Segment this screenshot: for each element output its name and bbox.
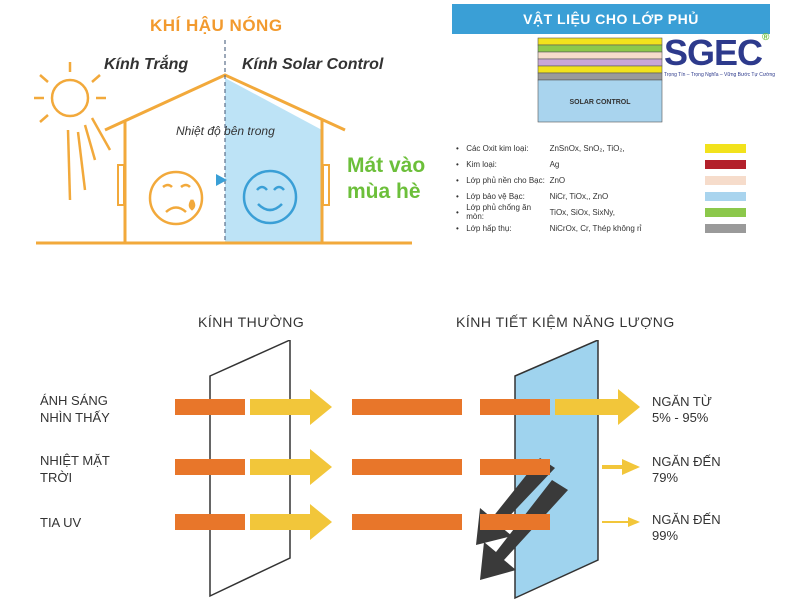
house-illustration [34,40,412,245]
result-visible-light: NGĂN TỪ 5% - 95% [652,394,712,426]
row3-orange-bar [175,514,245,530]
inside-temperature-label: Nhiệt độ bên trong [176,124,275,138]
row3-orange-bar-2 [352,514,462,530]
bullet-icon: • [456,207,459,217]
legend-name: Lớp bảo vệ Bạc: [466,191,525,201]
result-line2: 79% [652,470,679,485]
result-solar-heat: NGĂN ĐẾN 79% [652,454,721,486]
bullet-icon: • [456,191,459,201]
legend-swatch [705,159,746,169]
logo-text: SGEC [664,32,763,73]
row1-orange-bar-2 [352,399,462,415]
row-label-solar-heat: NHIỆT MẶT TRỜI [40,452,110,486]
row2-yellow-arrow [250,449,332,485]
bullet-icon: • [456,223,459,233]
materials-header: VẬT LIỆU CHO LỚP PHỦ [452,4,770,34]
legend-swatch [705,143,746,153]
legend-row: • Lớp hấp thụ: NiCrOx, Cr, Thép không rỉ [456,220,746,236]
legend-name: Lớp hấp thụ: [466,223,512,233]
sun-icon [34,62,112,201]
legend-row: • Lớp phủ nền cho Bạc: ZnO [456,172,746,188]
result-line2: 5% - 95% [652,410,709,425]
row2-orange-bar [175,459,245,475]
legend-row: • Lớp bảo vệ Bạc: NiCr, TiOx,, ZnO [456,188,746,204]
white-glass-label: Kính Trắng [104,56,189,73]
energy-glass-title: KÍNH TIẾT KIỆM NĂNG LƯỢNG [456,314,675,330]
row3-result-arrow [602,517,640,527]
legend-row: • Các Oxit kim loại: ZnSnOx, SnO₂, TiO₂, [456,140,746,156]
row-label-uv: TIA UV [40,514,81,531]
materials-legend: • Các Oxit kim loại: ZnSnOx, SnO₂, TiO₂,… [456,140,746,236]
regular-glass-title: KÍNH THƯỜNG [198,314,305,330]
legend-swatch [705,207,746,217]
cool-summer-text: Mát vào mùa hè [347,153,425,205]
sad-face-icon [148,170,204,226]
coating-stack-diagram [537,37,663,123]
row2-orange-bar-2 [352,459,462,475]
row-label-line2: TRỜI [40,470,73,485]
legend-name: Kim loại: [466,159,497,169]
row2-result-arrow [602,459,640,475]
row1-yellow-arrow [250,389,332,425]
legend-swatch [705,175,746,185]
row1-orange-bar [175,399,245,415]
row-label-visible-light: ÁNH SÁNG NHÌN THẤY [40,392,110,426]
cool-summer-line2: mùa hè [347,180,421,203]
solar-glass-label: Kính Solar Control [242,56,384,73]
row1-result-arrow [555,389,640,425]
glass-comparison-diagram [175,340,640,600]
legend-material: NiCrOx, Cr, Thép không rỉ [549,223,642,233]
result-line1: NGĂN ĐẾN [652,454,721,469]
row2-orange-bar-3 [480,459,550,475]
legend-material: NiCr, TiOx,, ZnO [549,191,609,201]
legend-row: • Lớp phủ chống ăn mòn: TiOx, SiOx, SixN… [456,203,746,221]
sgec-logo: SGEC® [664,32,769,74]
legend-swatch [705,191,746,201]
legend-name: Các Oxit kim loại: [466,143,529,153]
result-line1: NGĂN TỪ [652,394,712,409]
legend-swatch [705,223,746,233]
legend-material: ZnSnOx, SnO₂, TiO₂, [549,143,625,153]
right-window [322,164,330,206]
cool-side-fill [225,78,322,242]
legend-material: ZnO [549,175,566,185]
result-uv: NGĂN ĐẾN 99% [652,512,721,544]
row-label-line1: TIA UV [40,515,82,530]
row3-orange-bar-3 [480,514,550,530]
result-line1: NGĂN ĐẾN [652,512,721,527]
legend-material: Ag [549,159,560,169]
row-label-line1: NHIỆT MẶT [40,453,110,468]
legend-row: • Kim loại: Ag [456,156,746,172]
legend-material: TiOx, SiOx, SixNy, [549,207,615,217]
legend-name: Lớp phủ chống ăn mòn: [466,203,532,221]
cool-summer-line1: Mát vào [347,154,426,177]
row-label-line2: NHÌN THẤY [40,410,110,425]
solar-control-stack-label: SOLAR CONTROL [569,99,631,106]
flow-arrow-icon [216,174,227,186]
bullet-icon: • [456,175,459,185]
left-window [117,164,125,206]
bullet-icon: • [456,159,459,169]
happy-face-icon [242,169,298,225]
bullet-icon: • [456,143,459,153]
row3-yellow-arrow [250,504,332,540]
registered-mark: ® [762,32,769,43]
row1-orange-bar-3 [480,399,550,415]
result-line2: 99% [652,528,679,543]
climate-title: KHÍ HẬU NÓNG [150,16,283,35]
row-label-line1: ÁNH SÁNG [40,393,108,408]
legend-name: Lớp phủ nền cho Bạc: [466,175,545,185]
logo-tagline: Trọng Tín – Trọng Nghĩa – Vững Bước Tự C… [664,72,776,78]
